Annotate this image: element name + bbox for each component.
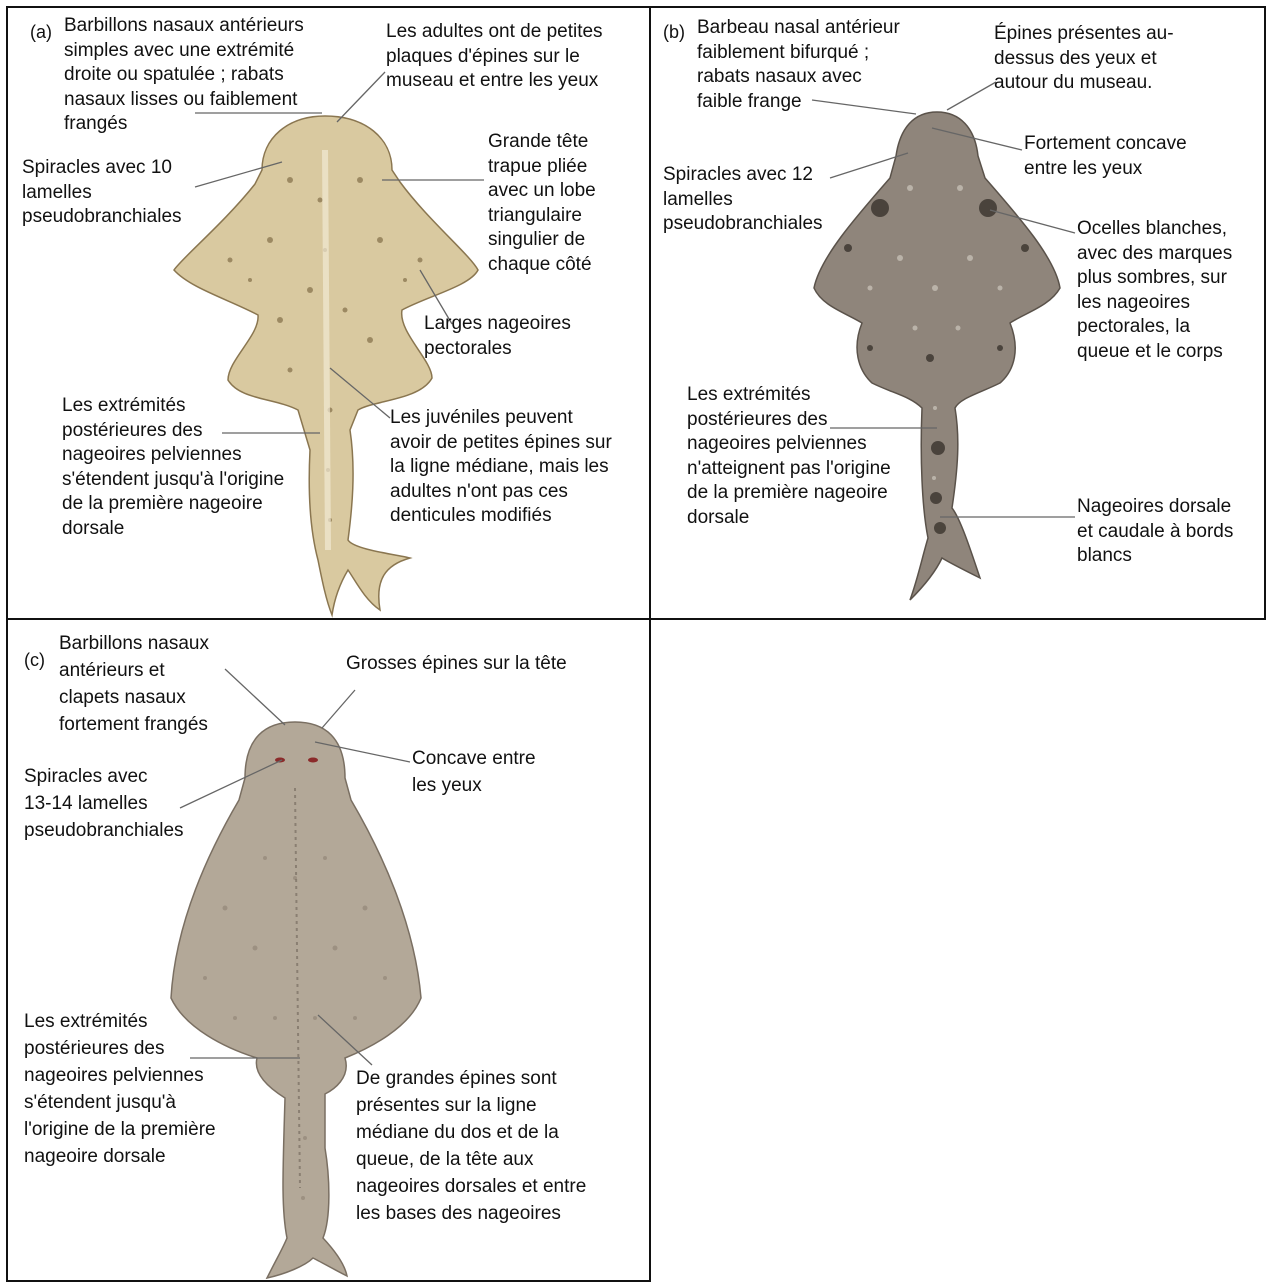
panel-c-pelvic-label: Les extrémités postérieures des nageoire…: [24, 1008, 216, 1170]
panel-b-tag: (b): [663, 22, 685, 43]
panel-b-spines-label: Épines présentes au- dessus des yeux et …: [994, 22, 1174, 96]
panel-a-tag: (a): [30, 22, 52, 43]
panel-a-spiracles-label: Spiracles avec 10 lamelles pseudobranchi…: [22, 156, 182, 230]
panel-c-head-spines-label: Grosses épines sur la tête: [346, 652, 567, 677]
shark-a-midline: [325, 150, 328, 550]
panel-b-ocelli-label: Ocelles blanches, avec des marques plus …: [1077, 217, 1232, 364]
panel-a-pelvic-label: Les extrémités postérieures des nageoire…: [62, 394, 284, 541]
angel-shark-b-illustration: [810, 108, 1065, 613]
panel-a-head-label: Grande tête trapue pliée avec un lobe tr…: [488, 130, 596, 277]
panel-b-fins-label: Nageoires dorsale et caudale à bords bla…: [1077, 495, 1233, 569]
angel-shark-a-illustration: [170, 110, 480, 620]
panel-b-barbel-label: Barbeau nasal antérieur faiblement bifur…: [697, 16, 900, 114]
panel-c-midline-label: De grandes épines sont présentes sur la …: [356, 1065, 586, 1227]
panel-b-pelvic-label: Les extrémités postérieures des nageoire…: [687, 383, 891, 530]
panel-b-concave-label: Fortement concave entre les yeux: [1024, 132, 1187, 181]
panel-c-barbels-label: Barbillons nasaux antérieurs et clapets …: [59, 630, 209, 738]
panel-c-spiracles-label: Spiracles avec 13-14 lamelles pseudobran…: [24, 763, 184, 844]
panel-a-juveniles-label: Les juvéniles peuvent avoir de petites é…: [390, 406, 612, 529]
panel-c-concave-label: Concave entre les yeux: [412, 745, 536, 799]
panel-a-thorns-label: Les adultes ont de petites plaques d'épi…: [386, 20, 603, 94]
panel-b-spiracles-label: Spiracles avec 12 lamelles pseudobranchi…: [663, 163, 823, 237]
panel-c-tag: (c): [24, 650, 45, 671]
panel-a-pectorals-label: Larges nageoires pectorales: [424, 312, 571, 361]
panel-a-barbels-label: Barbillons nasaux antérieurs simples ave…: [64, 14, 304, 137]
